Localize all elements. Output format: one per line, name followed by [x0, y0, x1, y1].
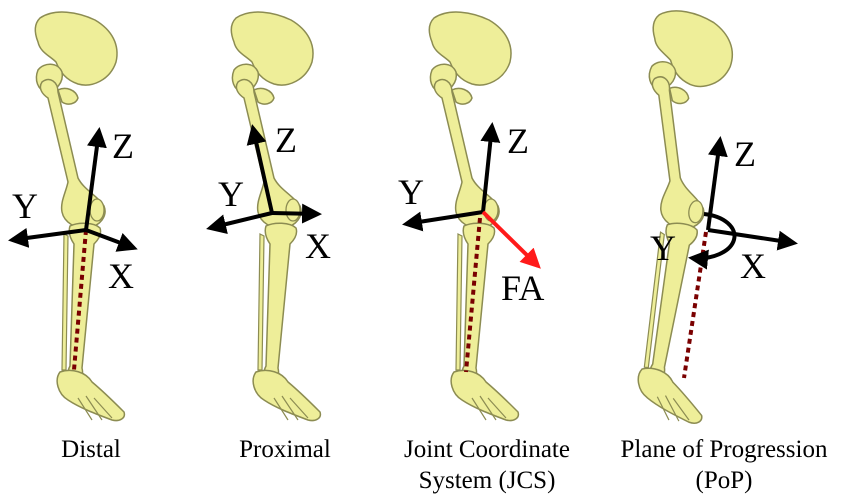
y-axis-label: Y	[12, 186, 38, 226]
leg-skeleton	[35, 12, 124, 420]
panel-jcs: Z Y FA	[398, 12, 544, 420]
leg-skeleton	[231, 12, 320, 420]
caption-jcs: Joint Coordinate System (JCS)	[367, 434, 607, 496]
z-axis-label: Z	[507, 121, 529, 161]
x-axis-label: X	[305, 226, 331, 266]
z-axis-label: Z	[112, 126, 134, 166]
y-axis-label: Y	[398, 172, 424, 212]
leg-skeleton	[612, 8, 743, 424]
panel-proximal: Z Y X	[210, 12, 331, 420]
caption-line: Plane of Progression	[604, 434, 844, 465]
caption-line: Joint Coordinate	[367, 434, 607, 465]
caption-line: (PoP)	[604, 465, 844, 496]
panel-pop: Z Y X	[612, 8, 794, 424]
fa-axis-label: FA	[501, 268, 544, 308]
panel-distal: Z Y X	[12, 12, 134, 420]
caption-pop: Plane of Progression (PoP)	[604, 434, 844, 496]
y-axis-label: Y	[218, 174, 244, 214]
x-axis-arrow	[272, 213, 318, 214]
z-axis-label: Z	[734, 134, 756, 174]
z-axis-label: Z	[275, 120, 297, 160]
x-axis-label: X	[108, 256, 134, 296]
caption-line: System (JCS)	[367, 465, 607, 496]
x-axis-arrow	[708, 230, 794, 243]
x-axis-label: X	[740, 246, 766, 286]
y-axis-label: Y	[650, 228, 676, 268]
